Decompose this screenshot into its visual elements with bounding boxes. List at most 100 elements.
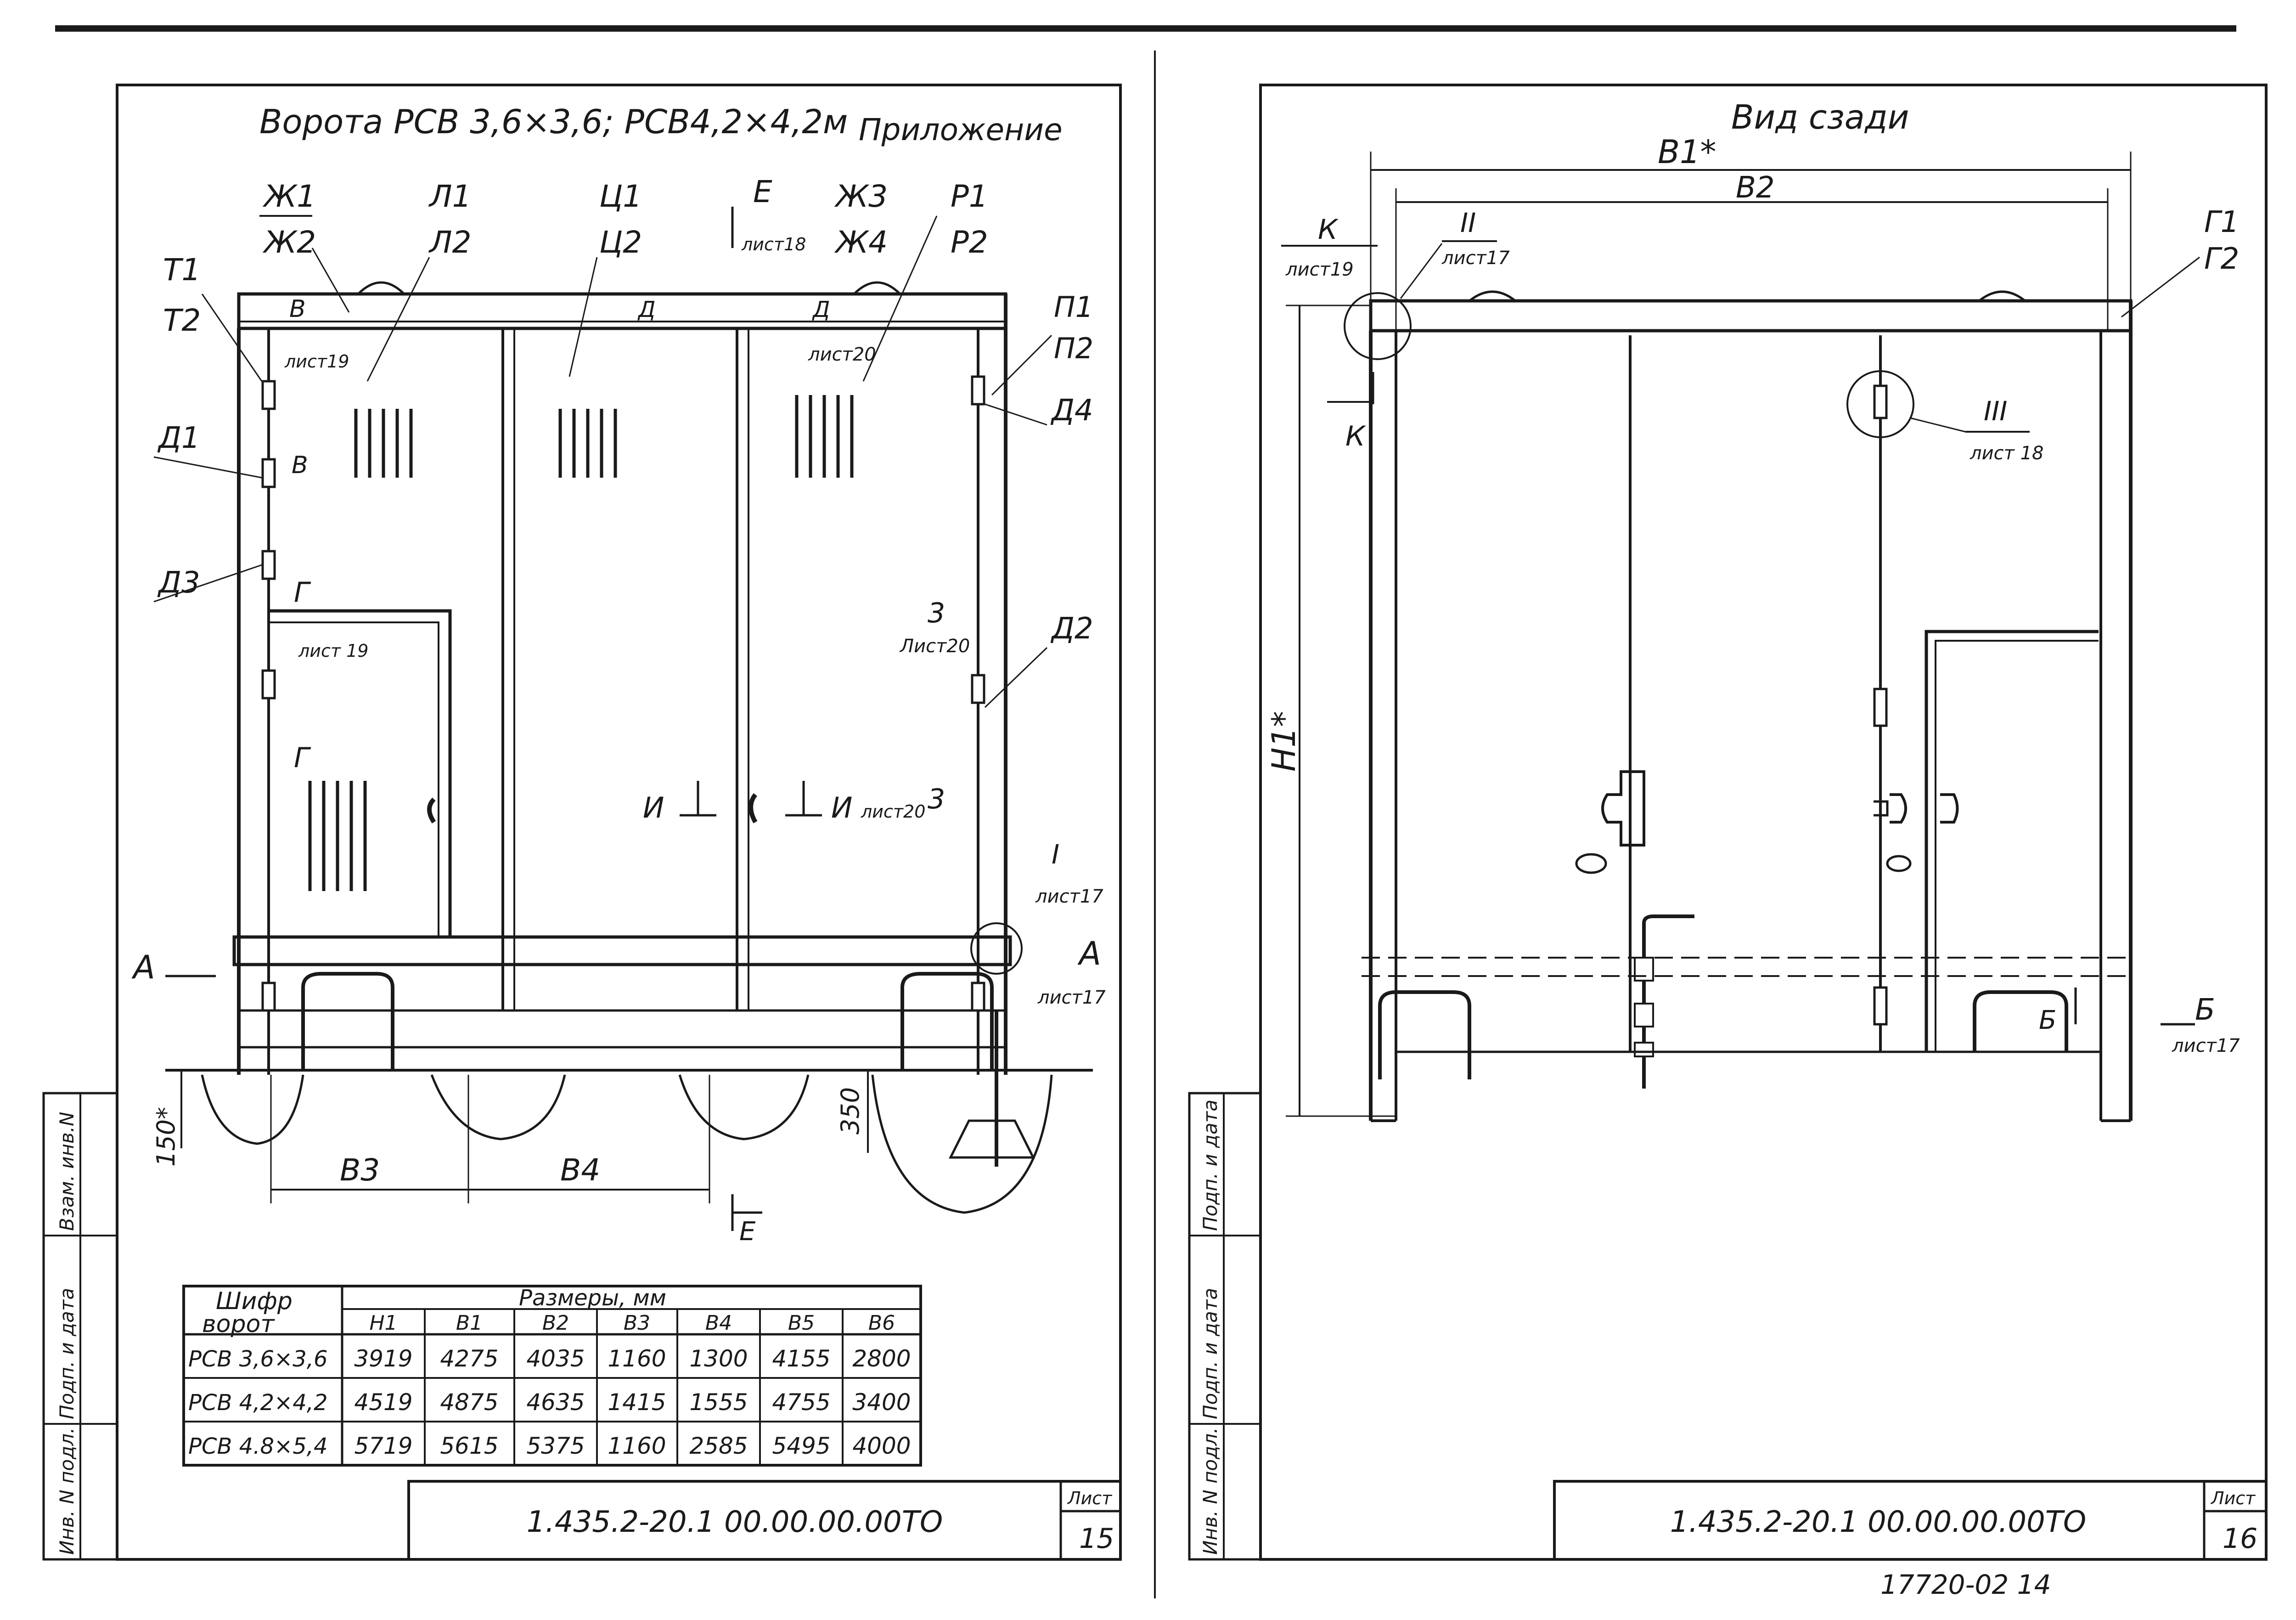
section-e-bottom: Е: [739, 1217, 756, 1247]
left-sheet: Ворота РСВ 3,6×3,6; РСВ4,2×4,2м Приложен…: [42, 84, 1122, 1561]
table-row: РСВ 4,2×4,2 4519 4875 4635 1415 1555 475…: [188, 1389, 911, 1416]
lifting-eye-right: [853, 281, 901, 295]
callout-l2: Л2: [428, 225, 472, 260]
section-g-top: Г: [294, 576, 311, 609]
callout-zh4: Ж4: [834, 225, 888, 260]
foundation-mid2: [678, 1074, 810, 1140]
detail-i-circle: [970, 922, 1023, 975]
callout-d4-leader: [985, 403, 1047, 426]
rear-bollard-right: [1973, 990, 2068, 1052]
callout-d4: Д4: [1050, 394, 1093, 428]
section-d-sheet: лист20: [808, 344, 876, 365]
rear-lock-right: [1886, 855, 1912, 872]
appendix-label: Приложение: [859, 112, 1063, 147]
section-b-sheet: лист17: [2172, 1035, 2240, 1056]
rear-wicket-frame: [1925, 630, 2099, 1052]
table-corner-bottom: ворот: [202, 1310, 275, 1338]
handle-leaf: [748, 793, 758, 824]
table-header-row: Н1 В1 В2 В3 В4 В5 В6: [369, 1311, 895, 1335]
section-v-side: В: [292, 452, 308, 479]
col-b6: В6: [868, 1311, 895, 1335]
section-g-bottom: Г: [294, 742, 311, 774]
lifting-eye-left: [357, 281, 405, 295]
foundation-right: [871, 1074, 1053, 1214]
section-k-top: К: [1318, 214, 1339, 246]
callout-roman-ii-leader: [1400, 243, 1443, 299]
section-a-right: А: [1077, 935, 1101, 972]
callout-ts2: Ц2: [599, 225, 642, 260]
right-stamp-text-1: Подп. и дата: [1199, 1100, 1221, 1231]
left-stamp-text-3: Инв. N подл.: [56, 1428, 78, 1555]
left-sheet-number: 15: [1079, 1523, 1114, 1555]
row1-b5: 4155: [772, 1345, 830, 1372]
callout-g2: Г2: [2204, 242, 2239, 276]
row2-code: РСВ 4,2×4,2: [188, 1390, 328, 1416]
right-sheet-frame: [1259, 84, 2268, 1561]
louvre-left: [354, 409, 413, 478]
left-stamp-text-2: Подп. и дата: [56, 1288, 78, 1419]
col-b4: В4: [705, 1311, 732, 1335]
right-sheet-label: Лист: [2210, 1488, 2256, 1508]
row1-h1: 3919: [354, 1345, 412, 1372]
dim-b2: В2: [1736, 171, 1775, 205]
row2-b4: 1555: [689, 1389, 748, 1416]
rear-lifting-eye-left: [1469, 290, 1516, 302]
left-side-stamp: Взам. инв.N Подп. и дата Инв. N подл.: [42, 1092, 118, 1561]
left-title-block: 1.435.2-20.1 00.00.00.00ТО Лист 15: [407, 1480, 1122, 1561]
table-col-lines: [424, 1309, 844, 1465]
row3-b2: 5375: [526, 1433, 585, 1459]
table-corner-top: Шифр: [216, 1287, 293, 1315]
detail-ii-circle: [1344, 292, 1412, 360]
right-callouts: К лист19 К II лист17 III лист 18 Г1 Г2 Б…: [1281, 205, 2240, 1056]
row2-b3: 1415: [608, 1389, 666, 1416]
anchor-plate: [948, 1119, 1035, 1159]
callout-g1: Г1: [2204, 205, 2239, 239]
dim-150: 150*: [152, 1107, 180, 1167]
louvre-right: [795, 395, 854, 478]
right-doc-number: 1.435.2-20.1 00.00.00.00ТО: [1670, 1505, 2086, 1539]
row2-b1: 4875: [440, 1389, 498, 1416]
callout-d1-leader: [153, 456, 262, 479]
rear-lifting-eye-right: [1978, 290, 2026, 302]
table-row: РСВ 4.8×5,4 5719 5615 5375 1160 2585 549…: [188, 1433, 911, 1459]
callout-t-leader: [201, 294, 263, 382]
bollard-right: [900, 972, 994, 1070]
callout-d3: Д3: [157, 566, 200, 600]
bottom-beam: [232, 935, 1012, 966]
rear-gate-elevation: В1* В2 Н1*: [1265, 133, 2133, 1122]
rear-lock-left: [1575, 853, 1607, 874]
top-beam: [237, 292, 1007, 330]
left-stamp-text-1: Взам. инв.N: [56, 1112, 78, 1231]
callout-p2: П2: [1054, 332, 1093, 365]
section-e-top: Е: [753, 174, 772, 209]
callout-d2-leader: [984, 647, 1048, 708]
callout-r2: Р2: [951, 225, 988, 260]
archive-number: 17720-02 14: [1880, 1569, 2051, 1600]
rear-top-beam: [1369, 299, 2133, 333]
row1-b1: 4275: [440, 1345, 498, 1372]
callout-l-leader: [366, 257, 430, 382]
section-i-left: И: [643, 791, 664, 824]
row2-b6: 3400: [852, 1389, 911, 1416]
col-b5: В5: [788, 1311, 815, 1335]
louvre-wicket: [308, 781, 367, 891]
row2-h1: 4519: [354, 1389, 412, 1416]
callout-p-leader: [991, 334, 1052, 396]
row3-b6: 4000: [852, 1433, 911, 1459]
rear-wicket-inner: [1935, 640, 2099, 1052]
louvre-middle: [558, 409, 617, 478]
row2-b2: 4635: [526, 1389, 585, 1416]
callout-roman-iii-leader: [1910, 417, 1966, 433]
callout-zh-leader: [311, 248, 350, 313]
hinge-set: [261, 375, 985, 1012]
table-group-header: Размеры, мм: [519, 1285, 666, 1311]
callout-r-leader: [862, 215, 938, 382]
left-doc-number: 1.435.2-20.1 00.00.00.00ТО: [527, 1505, 943, 1539]
rear-bolt-bracket-2: [1634, 1003, 1654, 1027]
row3-h1: 5719: [354, 1433, 412, 1459]
wicket-door-inner: [269, 621, 439, 937]
callout-t2: Т2: [163, 303, 201, 338]
row3-b3: 1160: [608, 1433, 666, 1459]
row1-b2: 4035: [526, 1345, 585, 1372]
